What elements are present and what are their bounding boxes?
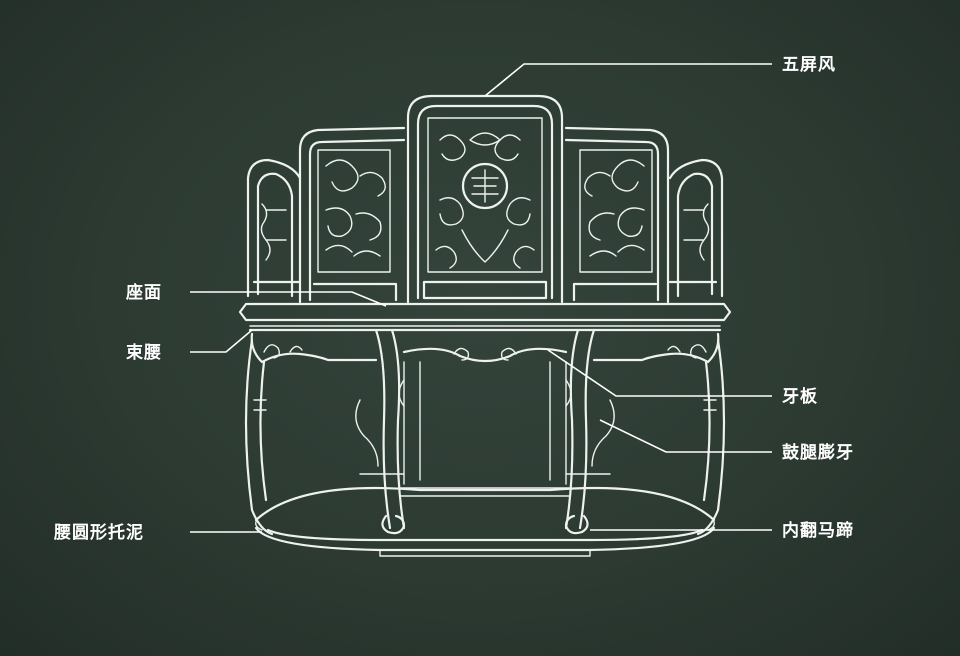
label-seat: 座面 bbox=[126, 283, 162, 303]
five-panel-screen bbox=[246, 94, 724, 304]
left-panel-carving bbox=[325, 159, 386, 257]
oval-base-stretcher bbox=[254, 486, 716, 557]
leader-lines bbox=[190, 63, 772, 533]
seat bbox=[238, 302, 732, 327]
apron bbox=[248, 328, 722, 364]
label-inward-horse-hoof: 内翻马蹄 bbox=[782, 521, 854, 541]
label-five-panel-screen: 五屏风 bbox=[782, 55, 836, 75]
legs bbox=[244, 328, 726, 536]
label-oval-base-stretcher: 腰圆形托泥 bbox=[54, 523, 144, 543]
center-panel-carving bbox=[435, 132, 535, 269]
label-waist: 束腰 bbox=[126, 343, 162, 363]
label-apron: 牙板 bbox=[782, 387, 818, 407]
label-drum-legs-spandrels: 鼓腿膨牙 bbox=[782, 443, 854, 463]
right-panel-carving bbox=[584, 159, 645, 257]
